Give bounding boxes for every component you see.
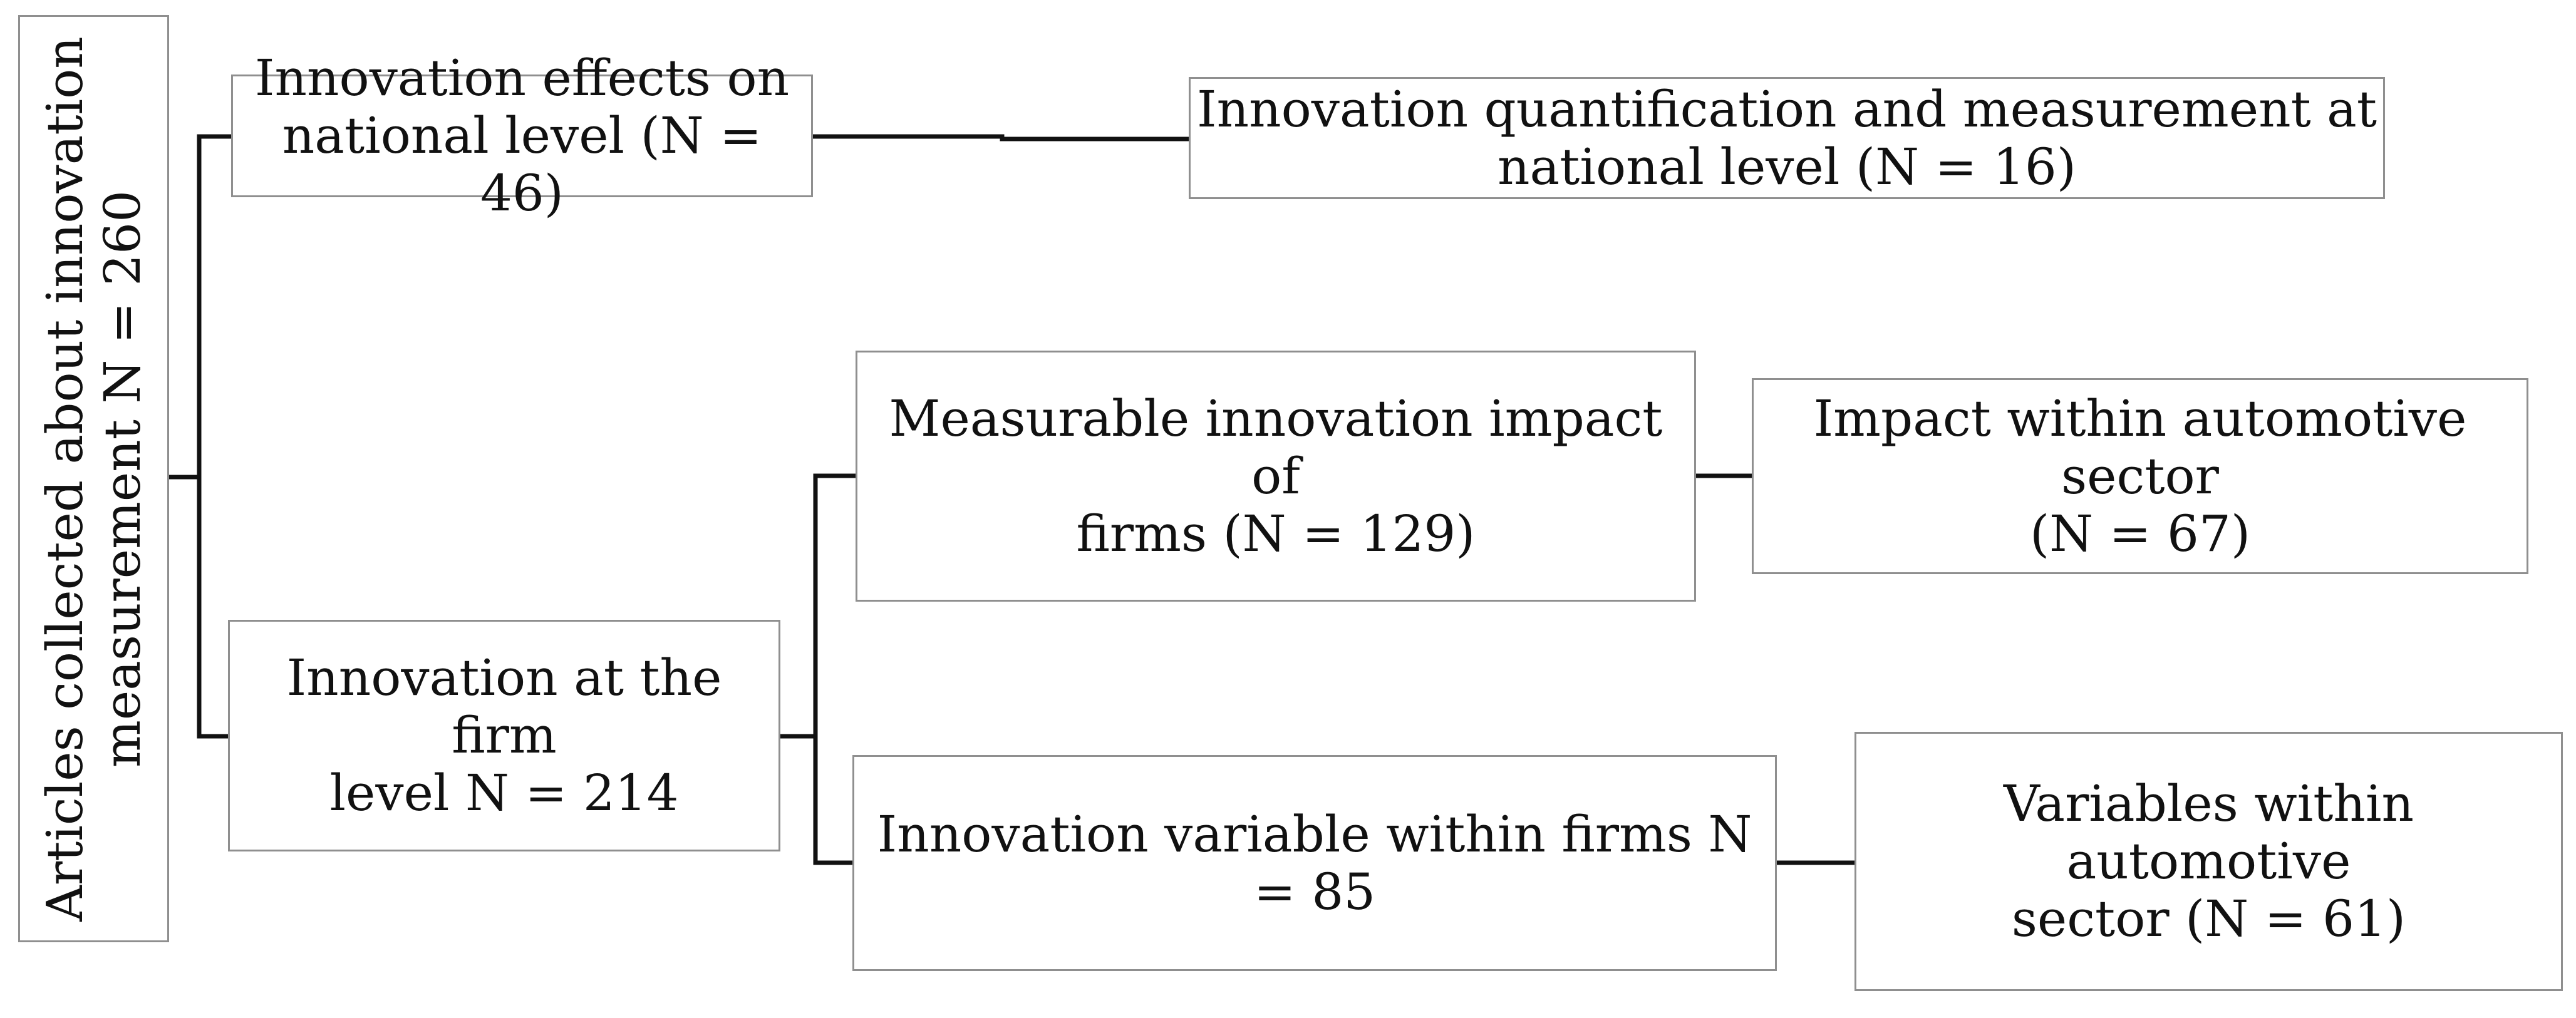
node-automotive-impact-line2: (N = 67) xyxy=(2029,504,2251,563)
node-national-effects-line2: national level (N = 46) xyxy=(282,106,762,222)
node-measurable-impact-line2: firms (N = 129) xyxy=(1076,504,1476,563)
root-node: Articles collected about innovation meas… xyxy=(18,15,169,942)
node-automotive-variables: Variables within automotive sector (N = … xyxy=(1854,732,2563,991)
node-measurable-impact-line1: Measurable innovation impact of xyxy=(889,389,1663,505)
node-national-effects: Innovation effects on national level (N … xyxy=(231,49,813,222)
node-national-quantification-line1: Innovation quantification and measuremen… xyxy=(1196,80,2377,138)
node-national-quantification: Innovation quantification and measuremen… xyxy=(1189,77,2385,199)
node-firm-level-line2: level N = 214 xyxy=(329,764,679,822)
node-firm-level-line1: Innovation at the firm xyxy=(286,649,722,764)
node-automotive-impact-line1: Impact within automotive sector xyxy=(1813,389,2467,505)
node-national-effects-line1: Innovation effects on xyxy=(254,49,790,107)
node-innovation-variable-line1: Innovation variable within firms N = 85 xyxy=(877,805,1752,921)
node-firm-level: Innovation at the firm level N = 214 xyxy=(228,620,780,851)
connector-root-branch xyxy=(167,134,234,739)
node-innovation-variable: Innovation variable within firms N = 85 xyxy=(852,755,1777,971)
node-measurable-impact: Measurable innovation impact of firms (N… xyxy=(856,351,1696,602)
root-node-label: Articles collected about innovation meas… xyxy=(35,36,152,922)
node-automotive-variables-line1: Variables within automotive xyxy=(2003,774,2414,890)
connector-firm-branch xyxy=(778,473,858,865)
connector-national xyxy=(810,134,1191,141)
node-automotive-impact: Impact within automotive sector (N = 67) xyxy=(1752,378,2528,574)
node-automotive-variables-line2: sector (N = 61) xyxy=(2011,890,2406,948)
node-national-quantification-line2: national level (N = 16) xyxy=(1497,137,2076,196)
